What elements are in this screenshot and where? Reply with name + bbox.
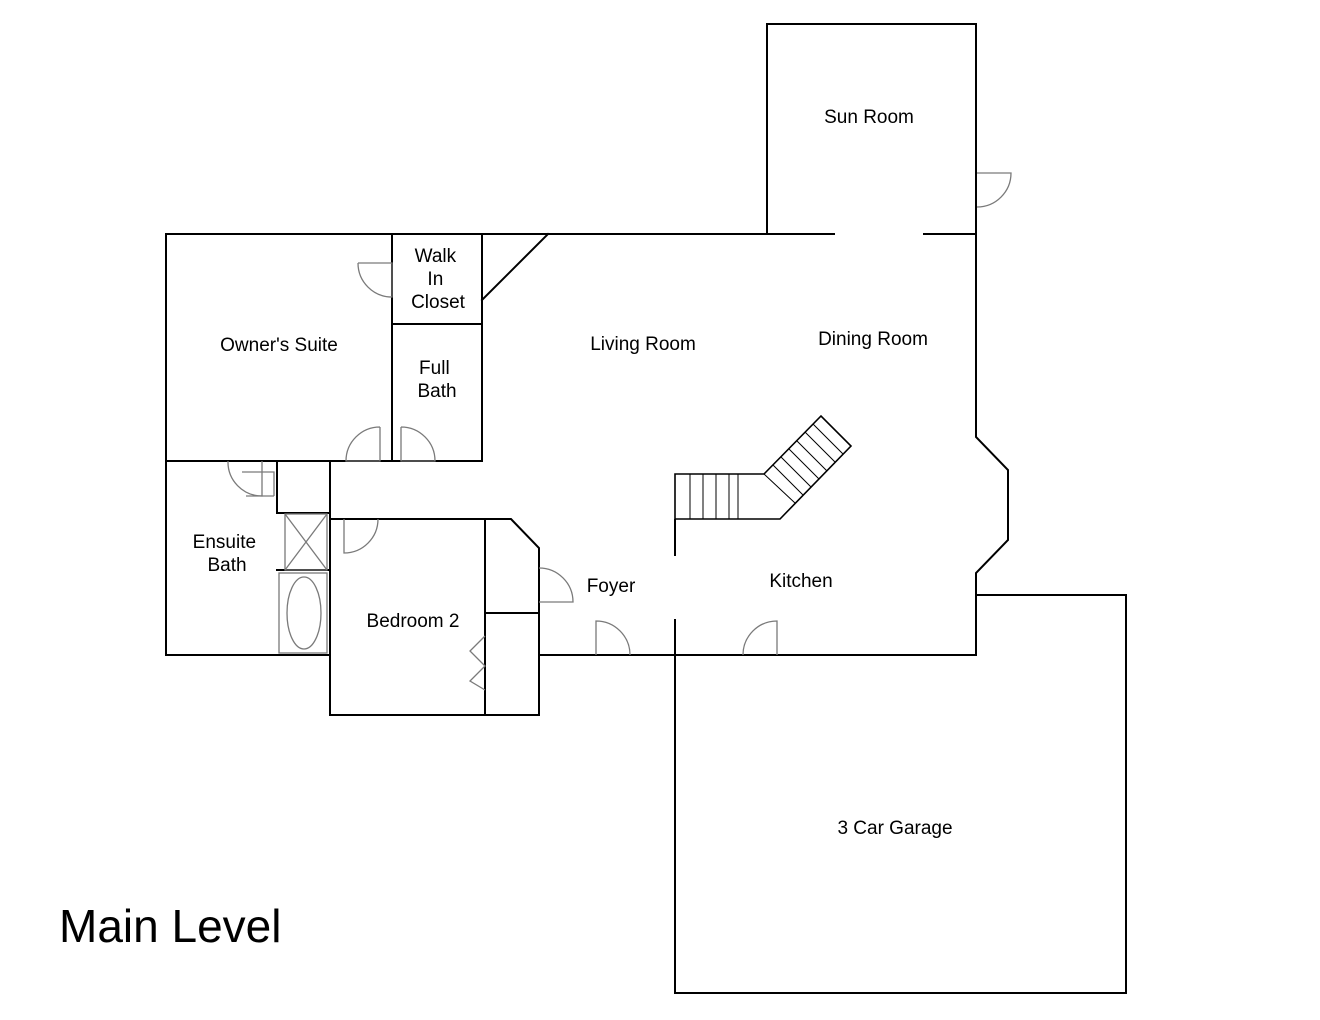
door-front bbox=[595, 620, 631, 656]
door-ensuite-b bbox=[242, 471, 275, 497]
label-garage: 3 Car Garage bbox=[837, 818, 952, 839]
right-wall-bay bbox=[975, 233, 1009, 656]
label-ensuite-bath: Ensuite Bath bbox=[193, 532, 262, 576]
bathtub bbox=[278, 572, 328, 654]
door-walk-in-closet bbox=[357, 262, 393, 298]
sun-room-walls bbox=[766, 23, 977, 235]
left-wall bbox=[165, 233, 331, 656]
label-walk-in-closet: Walk In Closet bbox=[411, 246, 466, 313]
bedroom-2-walls bbox=[329, 460, 540, 716]
label-owners-suite: Owner's Suite bbox=[220, 335, 338, 356]
door-bedroom-closet bbox=[538, 567, 574, 603]
label-kitchen: Kitchen bbox=[769, 571, 832, 592]
door-bedroom-2 bbox=[343, 518, 379, 554]
level-title: Main Level bbox=[59, 900, 281, 952]
door-owners-suite-left bbox=[345, 426, 381, 462]
label-living-room: Living Room bbox=[590, 334, 696, 355]
garage-walls bbox=[674, 594, 1127, 994]
bathtub-basin bbox=[286, 576, 322, 650]
door-bifold bbox=[468, 635, 486, 691]
room-labels: Sun Room Walk In Closet Owner's Suite Li… bbox=[193, 107, 953, 839]
door-sun-room bbox=[976, 172, 1012, 208]
label-bedroom-2: Bedroom 2 bbox=[367, 611, 460, 632]
stair-treads-straight bbox=[689, 474, 739, 519]
stair-outline bbox=[674, 414, 853, 520]
door-ensuite-a bbox=[227, 460, 263, 497]
shower-x bbox=[284, 513, 328, 571]
door-garage bbox=[742, 620, 778, 656]
label-sun-room: Sun Room bbox=[824, 107, 914, 128]
walls bbox=[165, 23, 1127, 994]
ensuite-nook bbox=[276, 460, 331, 514]
doors bbox=[227, 172, 1012, 691]
door-full-bath bbox=[400, 426, 436, 462]
fixtures bbox=[278, 513, 328, 654]
stair-treads-angled bbox=[763, 423, 844, 504]
label-full-bath: Full Bath bbox=[417, 358, 456, 402]
diagonal-wall bbox=[480, 232, 550, 302]
stairs bbox=[674, 414, 853, 520]
label-dining-room: Dining Room bbox=[818, 329, 928, 350]
label-foyer: Foyer bbox=[587, 576, 636, 597]
shower bbox=[284, 513, 328, 571]
